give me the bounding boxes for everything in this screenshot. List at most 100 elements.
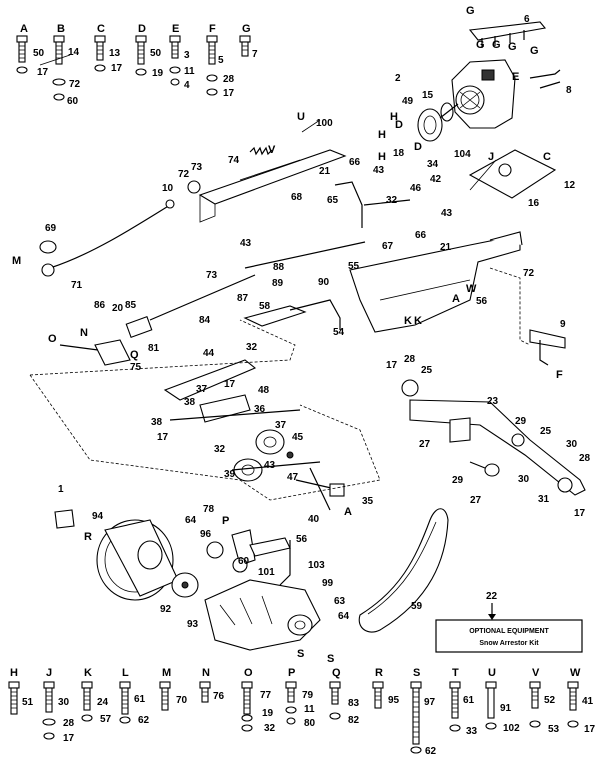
ref-letter: K — [404, 315, 412, 327]
callout: 39 — [224, 469, 236, 480]
hardware-O: O 77 19 32 — [241, 667, 276, 734]
ref-letter: V — [268, 144, 276, 156]
callout-labels: 1 2 6 8 9 10 12 15 16 17 17 17 17 18 20 … — [45, 14, 591, 630]
hardware-P-part-2: 11 — [304, 704, 315, 715]
callout: 16 — [528, 198, 540, 209]
callout: 17 — [224, 379, 236, 390]
ref-letter: D — [414, 141, 422, 153]
hardware-A: A 50 17 — [16, 23, 49, 78]
callout: 75 — [130, 362, 142, 373]
hardware-M: M 70 — [159, 667, 188, 711]
hardware-K-letter: K — [84, 667, 92, 679]
callout: 20 — [112, 303, 124, 314]
ref-letter: H — [378, 129, 386, 141]
callout: 10 — [162, 183, 174, 194]
callout: 48 — [258, 385, 270, 396]
callout: 34 — [427, 159, 439, 170]
hardware-W-part-1: 41 — [582, 696, 594, 707]
callout: 31 — [538, 494, 550, 505]
bracket-44 — [163, 359, 257, 401]
callout: 6 — [524, 14, 530, 25]
ref-letter: O — [48, 333, 57, 345]
callout: 60 — [238, 556, 250, 567]
hardware-O-part-1: 77 — [260, 690, 272, 701]
callout: 43 — [264, 460, 276, 471]
callout: 56 — [476, 296, 488, 307]
hardware-S-part-2: 62 — [425, 746, 437, 757]
callout: 46 — [410, 183, 422, 194]
hardware-U-part-2: 102 — [503, 723, 520, 734]
hardware-Q: Q 83 82 — [329, 667, 360, 726]
hardware-top-row: A 50 17 B 14 72 60 C 13 17 — [16, 23, 258, 107]
callout: 43 — [373, 165, 385, 176]
callout: 25 — [421, 365, 433, 376]
optional-equipment-ref: 22 — [486, 591, 498, 602]
bracket-58 — [243, 305, 307, 327]
callout: 32 — [214, 444, 226, 455]
hardware-S: S 97 62 — [410, 667, 437, 757]
idler-48 — [199, 394, 251, 423]
callout: 73 — [206, 270, 218, 281]
hardware-R: R 95 — [372, 667, 400, 709]
hardware-E: E 3 11 4 — [169, 23, 195, 91]
callout: 2 — [395, 73, 401, 84]
hardware-H-part-1: 51 — [22, 697, 34, 708]
callout: 103 — [308, 560, 325, 571]
callout: 56 — [296, 534, 308, 545]
hardware-L-part-2: 62 — [138, 715, 150, 726]
assembly-drawing — [29, 21, 586, 651]
callout: 40 — [308, 514, 320, 525]
axle-23 — [409, 399, 586, 496]
main-frame — [349, 234, 521, 333]
ref-letter: G — [508, 41, 517, 53]
callout: 43 — [240, 238, 252, 249]
callout: 85 — [125, 300, 137, 311]
rod-90 — [244, 241, 366, 269]
callout: 27 — [470, 495, 482, 506]
hardware-D-part-1: 50 — [150, 48, 162, 59]
hardware-N: N 76 — [199, 667, 225, 703]
callout: 78 — [203, 504, 215, 515]
hardware-E-part-2: 11 — [184, 66, 195, 77]
ref-letter: M — [12, 255, 21, 267]
callout: 32 — [246, 342, 258, 353]
hardware-E-letter: E — [172, 23, 179, 35]
callout: 49 — [402, 96, 414, 107]
hardware-W: W 41 17 — [567, 667, 596, 735]
belt-59 — [358, 508, 449, 633]
hardware-M-part-1: 70 — [176, 695, 188, 706]
callout: 74 — [228, 155, 240, 166]
optional-equipment: 22 OPTIONAL EQUIPMENT Snow Arrestor Kit — [435, 591, 583, 653]
hardware-F-part-3: 17 — [223, 88, 235, 99]
callout: 81 — [148, 343, 160, 354]
hardware-U-part-1: 91 — [500, 703, 512, 714]
hardware-D-part-2: 19 — [152, 68, 164, 79]
ref-letter: P — [222, 515, 229, 527]
callout: 30 — [566, 439, 578, 450]
callout: 104 — [454, 149, 471, 160]
callout: 18 — [393, 148, 405, 159]
hardware-B-part-2: 72 — [69, 79, 81, 90]
bracket-9 — [529, 329, 566, 349]
hardware-R-part-1: 95 — [388, 695, 400, 706]
hardware-G: G 7 — [239, 23, 258, 60]
callout: 38 — [151, 417, 163, 428]
frame-rail-upper — [198, 149, 347, 205]
hardware-P-part-1: 79 — [302, 690, 314, 701]
hardware-H: H 51 — [8, 667, 34, 715]
hardware-P-letter: P — [288, 667, 295, 679]
callout: 73 — [191, 162, 203, 173]
hardware-Q-part-1: 83 — [348, 698, 360, 709]
ref-letter: A — [344, 506, 352, 518]
hardware-J-part-1: 30 — [58, 697, 70, 708]
hardware-M-letter: M — [162, 667, 171, 679]
callout: 84 — [199, 315, 211, 326]
spacer-1 — [54, 509, 75, 529]
hardware-V-part-1: 52 — [544, 695, 556, 706]
ref-letter: F — [556, 369, 563, 381]
hardware-G-part-1: 7 — [252, 49, 258, 60]
hardware-B: B 14 72 60 — [52, 23, 81, 107]
hardware-P: P 79 11 80 — [285, 667, 316, 729]
optional-equipment-subtitle: Snow Arrestor Kit — [479, 640, 539, 647]
callout: 94 — [92, 511, 104, 522]
